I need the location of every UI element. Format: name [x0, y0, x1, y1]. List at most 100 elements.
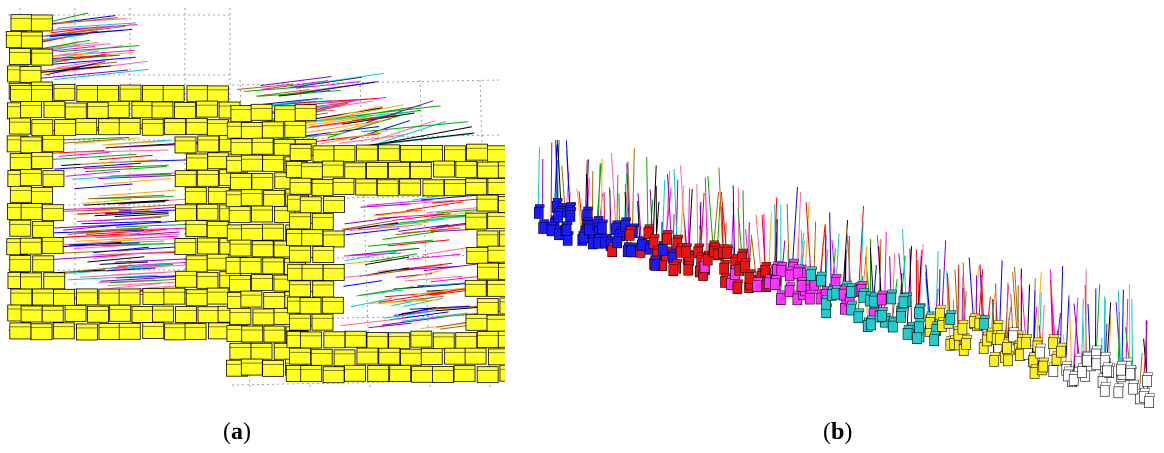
wall-block	[321, 296, 344, 314]
strip-block	[561, 221, 573, 237]
wall-block	[230, 138, 253, 156]
wall-block	[251, 274, 273, 292]
wall-block	[186, 153, 208, 171]
strip-block	[1035, 343, 1046, 359]
wall-block	[464, 279, 487, 297]
wall-block	[240, 189, 263, 207]
wall-block	[476, 331, 499, 348]
wall-block	[54, 119, 77, 137]
strip-block	[1144, 393, 1155, 408]
wall-block	[466, 143, 488, 161]
wall-block	[186, 85, 209, 103]
wall-block	[465, 178, 488, 196]
strip-block	[1128, 379, 1139, 395]
wall-block	[476, 366, 499, 384]
wall-block	[344, 364, 366, 382]
strip-block	[1102, 362, 1113, 378]
wall-block	[197, 135, 220, 153]
wall-block	[185, 289, 208, 307]
wall-block	[142, 322, 165, 340]
wall-block	[376, 179, 399, 197]
wall-block	[42, 134, 65, 152]
wall-block	[487, 145, 505, 163]
wall-block	[497, 161, 505, 179]
wall-block	[20, 31, 43, 49]
strip-block	[1003, 351, 1014, 367]
wall-block	[185, 255, 208, 273]
wall-block	[465, 313, 488, 331]
strip-block	[565, 207, 577, 222]
wall-block	[206, 287, 229, 305]
wall-block	[289, 177, 312, 195]
wall-block	[141, 118, 164, 136]
wall-block	[240, 122, 263, 139]
strip-block	[643, 224, 655, 239]
wall-block	[228, 206, 251, 224]
wall-block	[41, 237, 64, 254]
wall-block	[322, 264, 345, 281]
wall-block	[263, 189, 286, 207]
wall-block	[98, 288, 121, 306]
wall-block	[389, 365, 412, 382]
wall-block	[207, 119, 229, 137]
wall-block	[263, 325, 286, 343]
wall-block	[32, 288, 54, 306]
wall-block	[252, 308, 275, 326]
wall-block	[86, 305, 109, 323]
wall-block	[163, 287, 186, 305]
wall-block	[241, 223, 263, 241]
wall-block	[378, 347, 401, 365]
wall-block	[477, 262, 500, 280]
strip-block	[830, 274, 842, 289]
wall-block	[476, 194, 499, 212]
wall-block	[310, 348, 333, 366]
wall-block	[162, 85, 185, 102]
strip-block	[1142, 372, 1153, 387]
wall-block	[118, 118, 141, 135]
wall-block	[76, 85, 99, 103]
strip-block	[1082, 351, 1093, 367]
wall-block	[197, 306, 220, 324]
wall-block	[9, 117, 31, 135]
wall-block	[261, 121, 284, 139]
wall-block	[301, 263, 324, 281]
wall-block	[10, 288, 33, 306]
wall-block	[241, 154, 263, 172]
caption-b-letter: b	[831, 419, 845, 445]
wall-block	[312, 246, 335, 263]
wall-block	[41, 204, 64, 222]
wall-block	[229, 342, 252, 360]
wall-block	[333, 349, 356, 367]
wall-block	[455, 332, 478, 350]
wall-block	[175, 270, 198, 288]
wall-block	[53, 288, 75, 306]
wall-block	[344, 162, 367, 180]
strip-block	[877, 307, 888, 322]
wall-block	[289, 347, 311, 365]
wall-block	[250, 103, 273, 121]
wall-block	[432, 332, 455, 350]
wall-block	[251, 137, 274, 155]
wall-block	[289, 313, 311, 331]
wall-block	[366, 332, 389, 349]
strip-block	[752, 277, 763, 292]
strip-block	[929, 331, 940, 346]
wall-block	[300, 331, 322, 349]
wall-block	[184, 323, 207, 340]
wall-block	[75, 288, 98, 306]
wall-block	[240, 290, 263, 308]
wall-block	[388, 161, 410, 179]
wall-block	[118, 322, 141, 340]
wall-block	[399, 178, 422, 196]
wall-block	[229, 239, 252, 257]
caption-a-letter: a	[231, 419, 243, 445]
strip-block	[914, 318, 925, 334]
wall-block	[499, 297, 505, 315]
wall-block	[465, 212, 488, 230]
wall-block	[250, 342, 273, 360]
strip-block	[770, 275, 781, 291]
wall-block	[486, 314, 505, 332]
wall-block	[196, 169, 219, 187]
wall-block	[9, 322, 32, 340]
wall-block	[208, 322, 230, 340]
